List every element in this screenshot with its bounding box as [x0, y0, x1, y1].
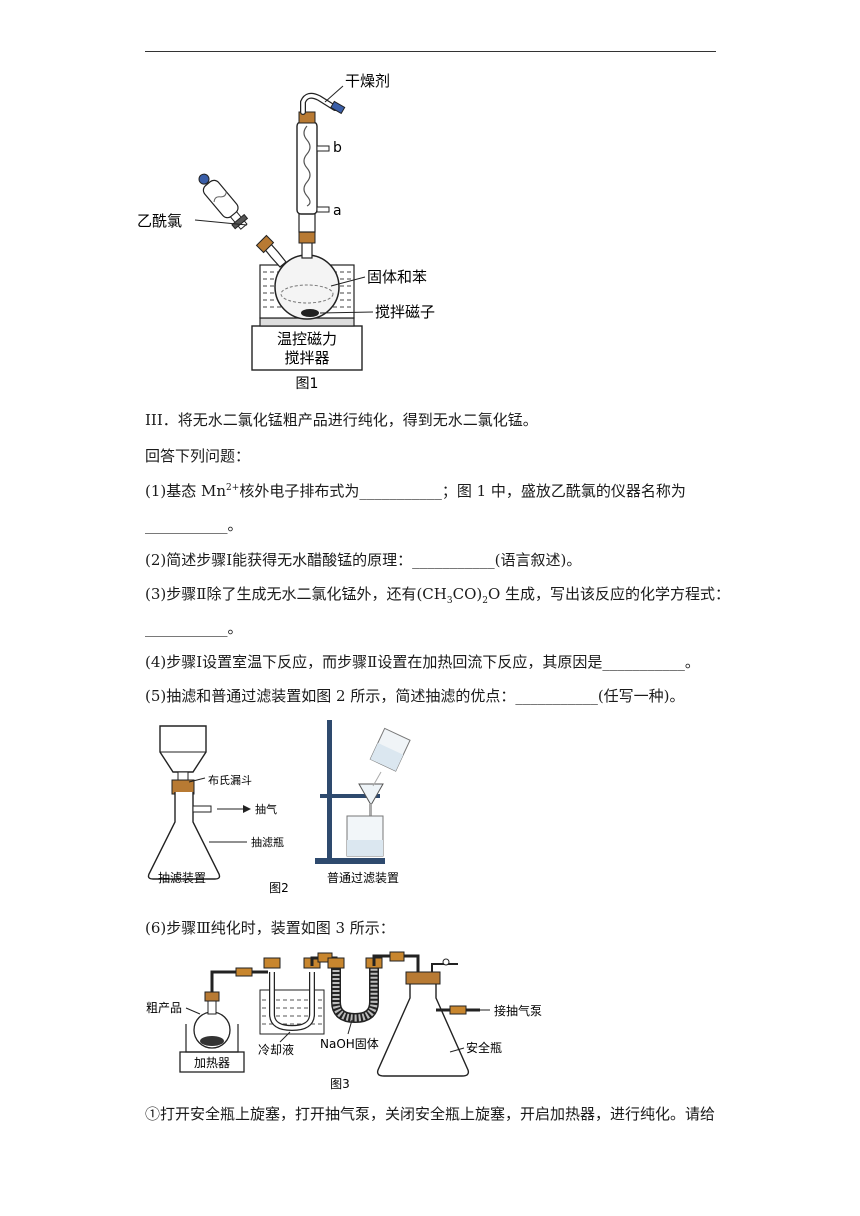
figure-3-purification-apparatus: 加热器 粗产品 冷却液 NaOH固体 接抽气泵 安全瓶 图3 [146, 951, 542, 1091]
q3-part-c: O 生成，写出该反应的化学方程式： [487, 585, 731, 603]
header-rule [145, 51, 716, 52]
question-2: (2)简述步骤Ⅰ能获得无水醋酸锰的原理：___________(语言叙述)。 [145, 551, 582, 569]
fig1-label-stir-bar: 搅拌磁子 [375, 303, 435, 321]
q3-subscript-2: 2 [482, 596, 488, 606]
question-3-blank: ___________。 [145, 619, 243, 637]
fig3-caption: 图3 [330, 1077, 350, 1091]
prompt-text: 回答下列问题： [145, 447, 251, 465]
fig3-label-pump: 接抽气泵 [494, 1003, 542, 1018]
question-6-step-1: ①打开安全瓶上旋塞，打开抽气泵，关闭安全瓶上旋塞，开启加热器，进行纯化。请给 [145, 1105, 716, 1123]
fig3-label-naoh: NaOH固体 [320, 1037, 379, 1051]
q3-part-b: CO) [452, 585, 483, 603]
question-4: (4)步骤Ⅰ设置室温下反应，而步骤Ⅱ设置在加热回流下反应，其原因是_______… [145, 653, 700, 671]
fig2-caption: 图2 [269, 881, 289, 895]
fig2-label-right: 普通过滤装置 [327, 871, 399, 885]
fig1-label-acetyl-chloride: 乙酰氯 [137, 212, 182, 230]
fig2-label-filter-flask: 抽滤瓶 [251, 835, 284, 849]
q3-part-a: (3)步骤Ⅱ除了生成无水二氯化锰外，还有(CH [145, 585, 447, 603]
q3-subscript-1: 3 [446, 596, 453, 606]
question-5: (5)抽滤和普通过滤装置如图 2 所示，简述抽滤的优点：___________(… [145, 687, 685, 705]
fig3-label-heater: 加热器 [194, 1056, 230, 1070]
fig1-caption: 图1 [296, 376, 319, 392]
q1-superscript: 2+ [226, 483, 240, 493]
fig1-label-solid-benzene: 固体和苯 [367, 268, 427, 286]
fig2-label-suction: 抽气 [255, 802, 277, 816]
question-3: (3)步骤Ⅱ除了生成无水二氯化锰外，还有(CH3CO)2O 生成，写出该反应的化… [145, 584, 731, 606]
figure-2-filtration-apparatus: 布氏漏斗 抽气 抽滤瓶 抽滤装置 图2 普通过滤装置 [147, 720, 411, 895]
fig1-label-desiccant: 干燥剂 [345, 72, 390, 90]
q1-part-b: 核外电子排布式为___________；图 1 中，盛放乙酰氯的仪器名称为 [239, 482, 686, 500]
question-6: (6)步骤Ⅲ纯化时，装置如图 3 所示： [145, 919, 395, 937]
fig1-label-stirrer-line2: 搅拌器 [284, 349, 329, 367]
fig3-label-coolant: 冷却液 [258, 1042, 294, 1057]
q1-part-a: (1)基态 Mn [145, 482, 227, 500]
question-1-blank: ___________。 [145, 516, 243, 534]
step-3-text: III．将无水二氯化锰粗产品进行纯化，得到无水二氯化锰。 [145, 411, 538, 429]
fig3-label-crude: 粗产品 [146, 1001, 182, 1015]
fig1-label-b: b [333, 140, 342, 156]
fig1-label-stirrer-line1: 温控磁力 [277, 330, 337, 348]
figure-1-reflux-apparatus: b a 干燥剂 乙酰氯 固体和苯 搅拌磁子 温控磁力 搅拌器 图1 [137, 72, 435, 392]
fig2-label-buchner: 布氏漏斗 [208, 774, 252, 787]
fig1-label-a: a [333, 203, 342, 219]
fig2-label-left: 抽滤装置 [158, 871, 206, 885]
fig3-label-safety-flask: 安全瓶 [466, 1040, 502, 1055]
question-1: (1)基态 Mn2+核外电子排布式为___________；图 1 中，盛放乙酰… [145, 481, 686, 501]
